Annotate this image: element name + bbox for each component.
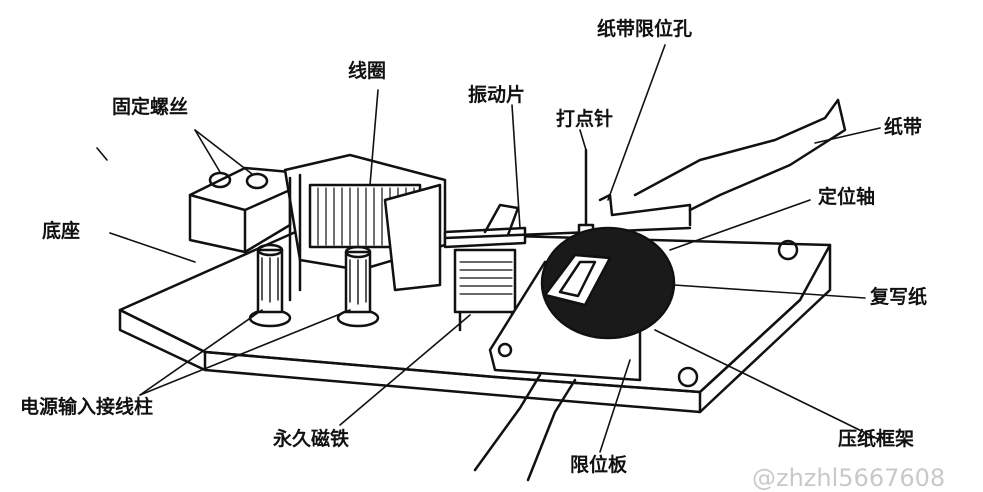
vibrating-reed bbox=[443, 203, 692, 249]
tape-guide bbox=[598, 193, 692, 227]
label-power-binding-posts: 电源输入接线柱 bbox=[20, 396, 154, 418]
label-coil: 线圈 bbox=[348, 60, 387, 82]
label-paper-tape: 纸带 bbox=[884, 116, 923, 138]
marking-needle bbox=[577, 148, 595, 241]
binding-post-right bbox=[336, 245, 380, 328]
label-fixing-screw: 固定螺丝 bbox=[112, 96, 189, 118]
label-pressing-frame: 压纸框架 bbox=[838, 428, 915, 450]
label-tape-guide-hole: 纸带限位孔 bbox=[597, 18, 693, 40]
coil bbox=[283, 153, 447, 302]
label-limit-plate: 限位板 bbox=[570, 454, 628, 476]
label-vibrating-reed: 振动片 bbox=[468, 84, 526, 106]
screw-block bbox=[188, 166, 292, 254]
permanent-magnet bbox=[453, 248, 517, 332]
label-carbon-paper: 复写纸 bbox=[870, 286, 928, 308]
fixing-screw-right bbox=[245, 172, 269, 190]
label-locating-shaft: 定位轴 bbox=[818, 186, 876, 208]
carbon-paper-disc bbox=[540, 226, 676, 340]
label-base: 底座 bbox=[42, 220, 81, 242]
binding-post-left bbox=[248, 243, 292, 328]
label-marking-needle: 打点针 bbox=[556, 108, 614, 130]
paper-tape bbox=[473, 98, 847, 482]
fixing-screw-left bbox=[208, 171, 232, 189]
watermark: @zhzhl5667608 bbox=[752, 464, 946, 492]
label-permanent-magnet: 永久磁铁 bbox=[273, 428, 350, 450]
